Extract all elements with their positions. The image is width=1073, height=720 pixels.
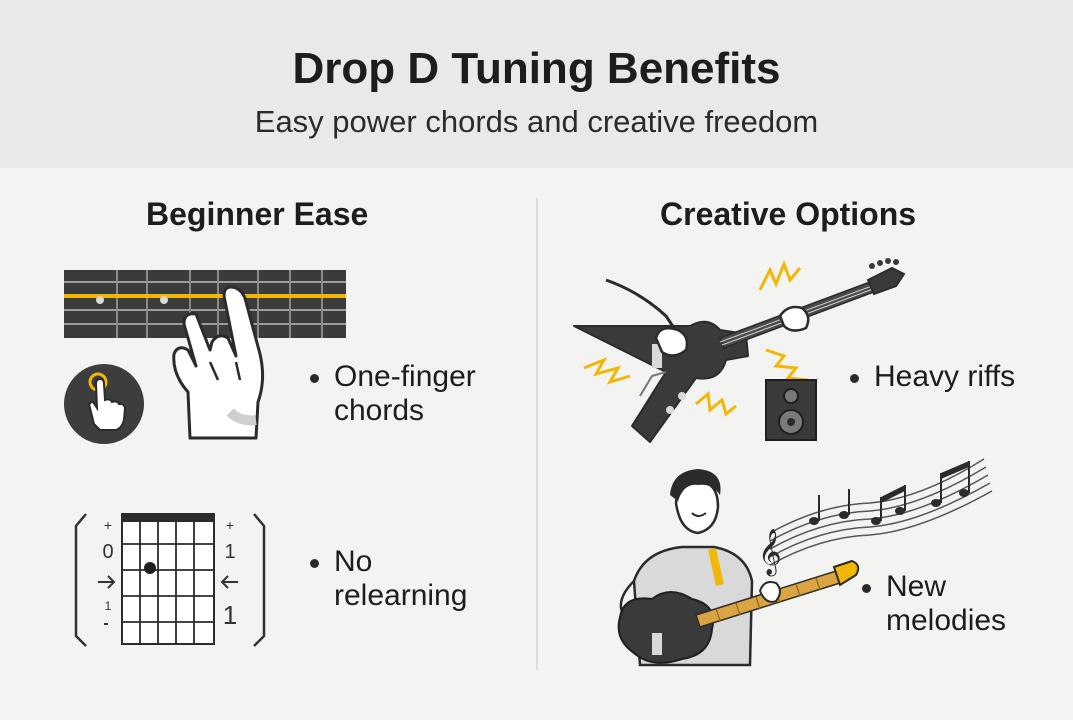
acoustic-guitar-body [617, 591, 714, 664]
chord-mark-left-mid: 0 [102, 541, 113, 563]
bullet-line: chords [334, 394, 425, 427]
bullet-line: melodies [886, 604, 1007, 637]
treble-clef-icon: 𝄞 [758, 529, 782, 577]
guitar-body [573, 320, 749, 443]
chord-mark-left-low: 1 [105, 599, 112, 613]
guitarist-melody-illustration: 𝄞 [617, 458, 993, 667]
bullet-line: relearning [334, 579, 468, 612]
chord-diagram: + 0 1 + 1 1 [74, 513, 266, 647]
column-divider [536, 198, 538, 670]
bullet-line: No [334, 545, 373, 578]
header-band [0, 0, 1073, 168]
tap-gesture-icon [64, 364, 144, 444]
chord-mark-right-low: 1 [223, 600, 237, 630]
page-subtitle: Easy power chords and creative freedom [254, 104, 819, 139]
page-title: Drop D Tuning Benefits [292, 44, 781, 93]
chord-mark-right-top: + [226, 517, 234, 533]
chord-mark-right-mid: 1 [224, 541, 235, 563]
electric-guitar-illustration [573, 258, 906, 443]
fretboard-hand-illustration [64, 270, 346, 440]
bullet-line: New [886, 570, 947, 603]
finger-dot [144, 562, 156, 574]
right-heading: Creative Options [660, 196, 917, 232]
left-heading: Beginner Ease [146, 196, 369, 232]
bullet-no-relearning: No relearning [309, 545, 468, 613]
guitar-headstock [866, 266, 906, 296]
fretboard [64, 270, 346, 338]
bullet-heavy-riffs: Heavy riffs [849, 360, 1016, 394]
bullet-new-melodies: New melodies [861, 570, 1007, 638]
bullet-one-finger-chords: One-finger chords [310, 360, 476, 428]
chord-mark-left-top: + [104, 517, 112, 533]
bullet-line: Heavy riffs [874, 360, 1016, 393]
bullet-line: One-finger [334, 360, 476, 393]
hand [172, 285, 265, 440]
